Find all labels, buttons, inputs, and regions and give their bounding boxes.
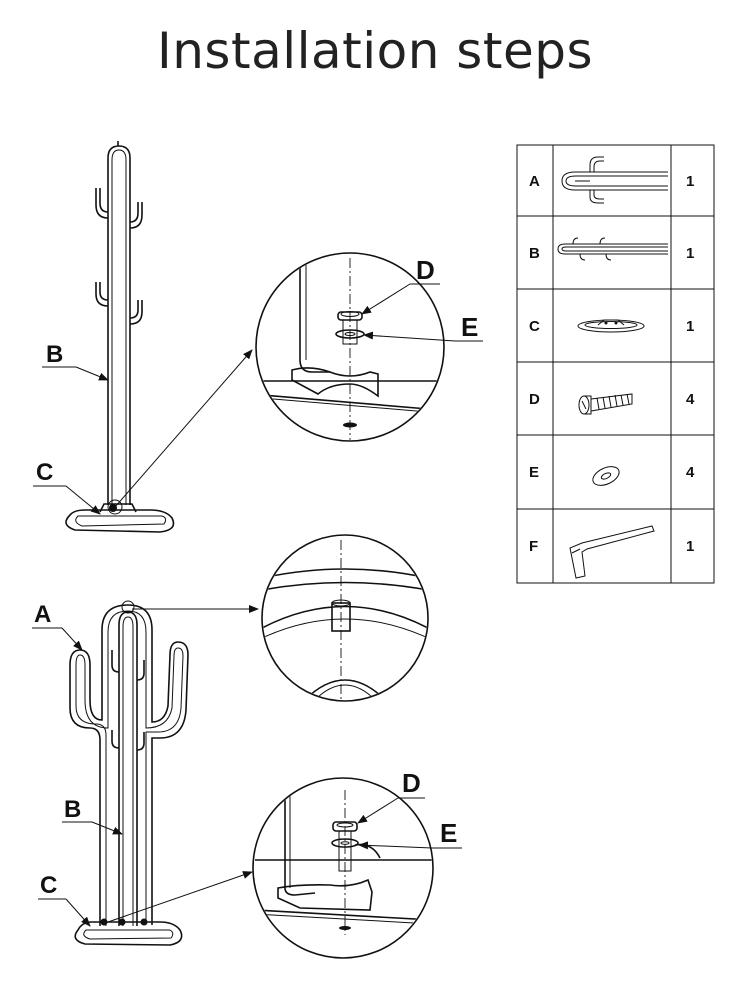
step1-label-c: C [36,459,53,486]
parts-row-qty: 1 [686,173,694,190]
parts-row-qty: 4 [686,464,695,481]
step1-assembly: B C [33,141,253,533]
step1-trunk [107,145,131,505]
base-plate-icon [577,319,645,333]
step1-detail-zoom: D E [255,252,483,442]
step2-label-a: A [34,601,51,628]
parts-row-letter: C [529,318,540,335]
allen-key-icon [569,525,655,579]
washer-icon [592,466,620,486]
step1-detail-label-e: E [461,312,478,342]
parts-row-letter: D [529,391,540,408]
step2-top-detail-zoom [261,534,429,702]
step1-base [65,499,175,533]
parts-row-letter: B [529,245,540,262]
step2-base [74,918,183,946]
parts-row-qty: 1 [686,318,694,335]
step2-detail-label-e: E [440,818,457,848]
cactus-arm-icon [561,156,668,204]
parts-row-qty: 1 [686,538,694,555]
parts-table: A 1 B 1 C 1 D 4 E 4 F 1 [516,144,715,584]
page-title: Installation steps [156,22,594,80]
screw-icon [578,393,633,415]
step2-detail-label-d: D [402,768,421,798]
step1-hook [99,188,109,213]
step2-label-c: C [40,872,57,899]
step2-bottom-detail-zoom: D E [252,768,462,959]
step2-label-b: B [64,796,81,823]
parts-row-qty: 1 [686,245,694,262]
step2-cactus-arm [69,604,189,926]
parts-row-letter: A [529,173,540,190]
parts-row-letter: F [529,538,538,555]
step1-label-b: B [46,341,63,368]
cactus-trunk-icon [557,237,668,261]
step2-assembly: A B C [32,600,259,946]
parts-row-letter: E [529,464,539,481]
parts-row-qty: 4 [686,391,695,408]
step1-detail-label-d: D [416,255,435,285]
